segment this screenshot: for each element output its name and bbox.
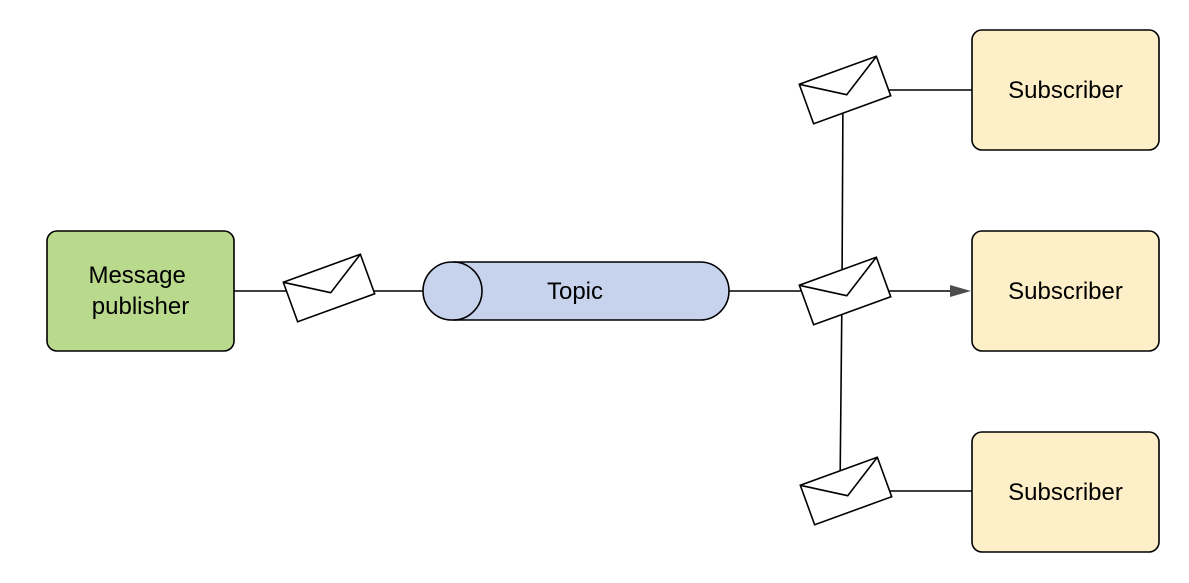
- publisher-label: Message publisher: [88, 262, 192, 320]
- subscriber-box: [971, 230, 1160, 352]
- fanout-vertical-upper-line: [841, 89, 844, 292]
- topic-node[interactable]: Topic: [422, 261, 730, 321]
- fanout-vertical-lower-line: [839, 290, 843, 492]
- subscriber-label: Subscriber: [1008, 278, 1123, 305]
- subscriber-node-3[interactable]: Subscriber: [971, 431, 1160, 553]
- topic-cylinder-body: [422, 261, 730, 321]
- subscriber-box: [971, 29, 1160, 151]
- publisher-node[interactable]: Message publisher: [46, 230, 235, 352]
- subscriber-box: [971, 431, 1160, 553]
- envelope-icon: [799, 456, 893, 526]
- subscriber-label: Subscriber: [1008, 479, 1123, 506]
- topic-label: Topic: [547, 278, 603, 305]
- subscriber-node-1[interactable]: Subscriber: [971, 29, 1160, 151]
- arrowhead-icon: [950, 285, 971, 297]
- publisher-label-line2: publisher: [92, 293, 189, 320]
- publisher-label-line1: Message: [88, 262, 185, 289]
- envelope-icon: [282, 253, 376, 323]
- envelope-icon: [798, 256, 892, 326]
- envelope-icon: [798, 55, 892, 125]
- topic-cylinder-end: [452, 261, 483, 321]
- subscriber-node-2[interactable]: Subscriber: [971, 230, 1160, 352]
- subscriber-label: Subscriber: [1008, 77, 1123, 104]
- publisher-box: [46, 230, 235, 352]
